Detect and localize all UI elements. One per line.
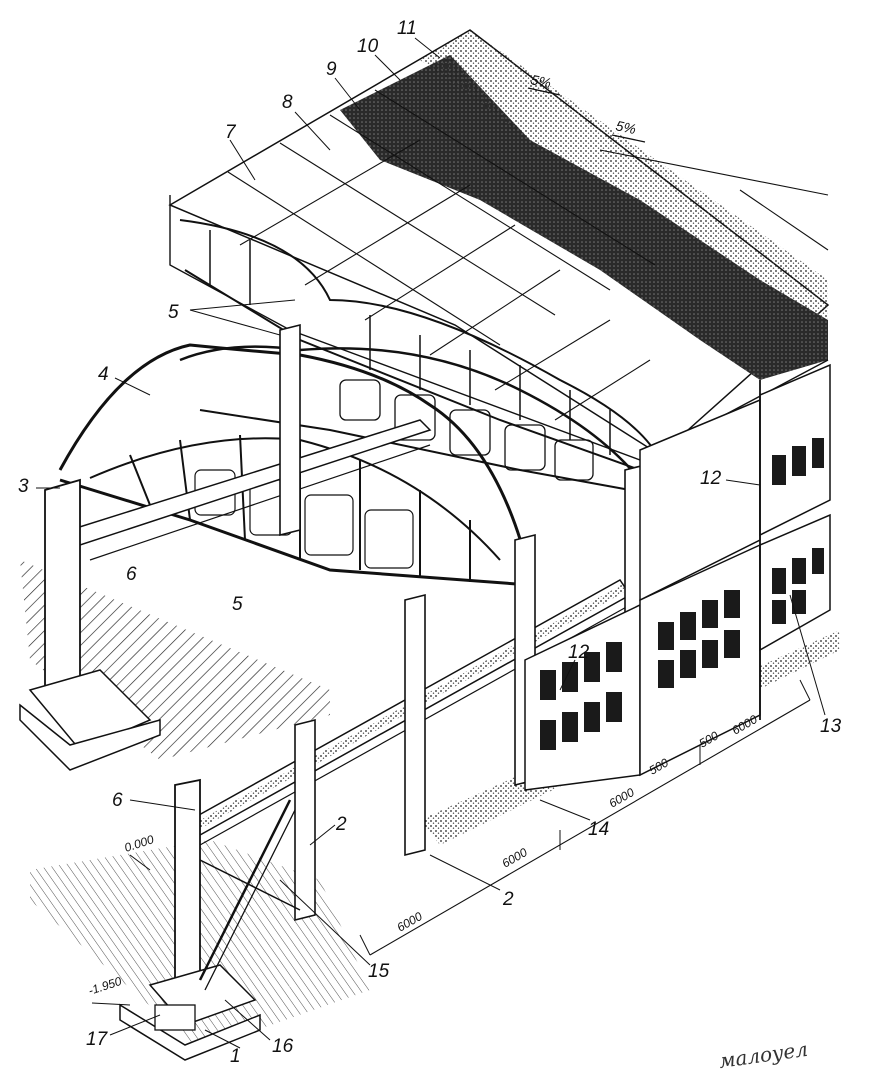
callout-12-lower: 12 bbox=[568, 642, 590, 663]
callout-2-upper: 2 bbox=[335, 814, 347, 835]
callout-15: 15 bbox=[368, 961, 390, 982]
callout-6-upper: 6 bbox=[126, 564, 137, 585]
callout-2-lower: 2 bbox=[502, 889, 514, 910]
callout-5-lower: 5 bbox=[232, 594, 243, 615]
callout-5-upper: 5 bbox=[168, 302, 179, 323]
callout-12-upper: 12 bbox=[700, 468, 722, 489]
vertical-bracing bbox=[198, 799, 301, 991]
dim-6000-2: 6000 bbox=[500, 845, 530, 871]
slope-label-2: 5% bbox=[614, 117, 637, 137]
callout-labels: 1 2 2 3 4 5 5 6 6 7 8 9 10 11 12 12 13 1… bbox=[18, 18, 842, 1067]
leader-lines bbox=[36, 37, 826, 1049]
rear-roof-truss bbox=[179, 219, 661, 471]
roof-slab-joints bbox=[227, 89, 656, 421]
callout-11: 11 bbox=[397, 18, 417, 39]
callout-13: 13 bbox=[820, 716, 842, 737]
callout-10: 10 bbox=[357, 36, 379, 57]
handwritten-note: малоуел bbox=[717, 1037, 809, 1073]
callout-3: 3 bbox=[18, 476, 29, 497]
callout-4: 4 bbox=[98, 364, 109, 385]
callout-1: 1 bbox=[230, 1046, 241, 1067]
dim-6000-1: 6000 bbox=[395, 909, 425, 935]
callout-16: 16 bbox=[272, 1036, 294, 1057]
wall-panels bbox=[524, 363, 831, 791]
dim-6000-3: 6000 bbox=[607, 785, 637, 811]
callout-17: 17 bbox=[86, 1029, 109, 1050]
dimension-lines bbox=[359, 679, 811, 956]
slope-label-1: 5% bbox=[529, 71, 552, 91]
level-footing: -1.950 bbox=[87, 974, 124, 998]
roof-slope-markers: 5% 5% bbox=[527, 71, 646, 143]
roof-deck bbox=[168, 29, 830, 461]
callout-8: 8 bbox=[282, 92, 293, 113]
callout-6-lower: 6 bbox=[112, 790, 123, 811]
callout-7: 7 bbox=[225, 122, 237, 143]
callout-14: 14 bbox=[588, 819, 609, 840]
middle-roof-truss bbox=[179, 345, 641, 491]
callout-9: 9 bbox=[326, 59, 337, 80]
